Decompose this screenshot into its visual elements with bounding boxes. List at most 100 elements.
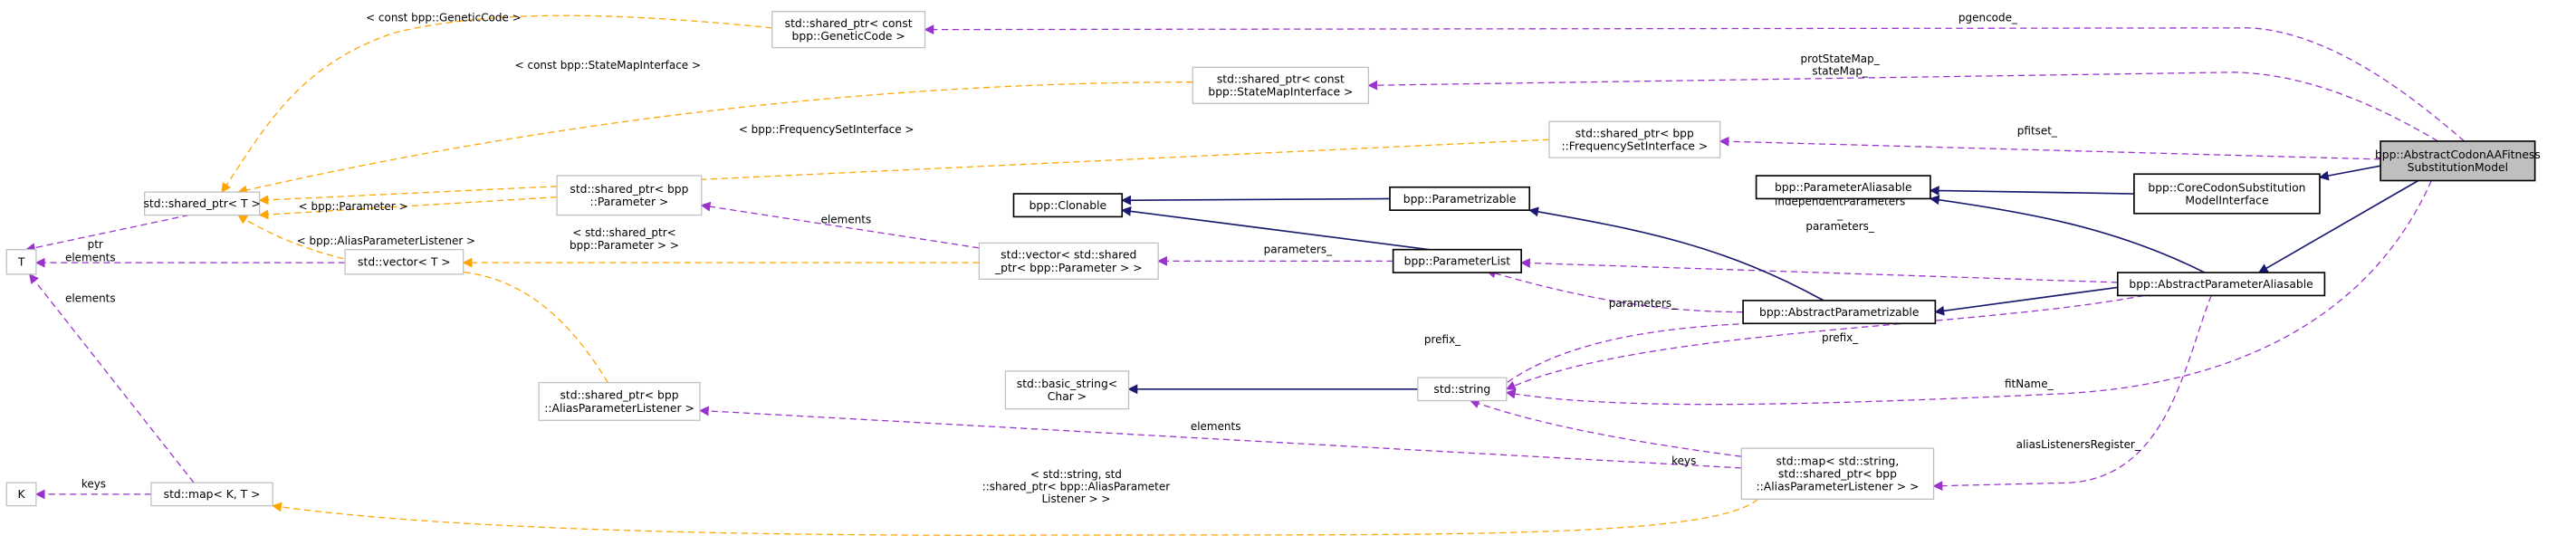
node-label: bpp::AbstractCodonAAFitness xyxy=(2375,148,2541,161)
edge-label: aliasListenersRegister_ xyxy=(2016,438,2141,451)
inheritance-arrow xyxy=(1934,286,2118,316)
node-box xyxy=(1548,120,1721,158)
edge-abstract-parametrizable-to-string: prefix_ xyxy=(1424,322,1750,400)
node-main[interactable]: bpp::AbstractCodonAAFitnessSubstitutionM… xyxy=(2375,140,2541,182)
node-freqset-ptr[interactable]: std::shared_ptr< bpp::FrequencySetInterf… xyxy=(1548,120,1721,158)
node-label: std::shared_ptr< bpp xyxy=(570,183,688,196)
inheritance-arrow xyxy=(2257,179,2419,273)
edge-parametrizable-to-clonable xyxy=(1121,195,1390,206)
node-parameter-list[interactable]: bpp::ParameterList xyxy=(1392,248,1522,273)
edge-geneticcode-ptr-to-shared-ptr-t: < const bpp::GeneticCode > xyxy=(221,12,772,194)
edge-label: fitName_ xyxy=(2005,378,2054,390)
node-abstract-parametrizable[interactable]: bpp::AbstractParametrizable xyxy=(1742,300,1937,325)
usage-arrow xyxy=(924,24,2466,142)
node-string[interactable]: std::string xyxy=(1417,377,1508,402)
node-box xyxy=(144,191,261,216)
node-label: std::shared_ptr< bpp xyxy=(1575,127,1694,139)
edge-label: elements xyxy=(65,251,116,263)
inheritance-arrow xyxy=(1929,186,2134,196)
inheritance-arrow xyxy=(2318,165,2381,181)
node-label: std::shared_ptr< bpp xyxy=(560,389,679,402)
edge-label: keys xyxy=(1671,455,1696,467)
usage-arrow xyxy=(698,406,1742,469)
template-arrow xyxy=(258,139,1550,206)
inheritance-arrow xyxy=(1929,195,2206,273)
edge-parameter-list-to-clonable xyxy=(1121,206,1430,251)
node-box xyxy=(150,482,273,507)
edge-label: parameters_ xyxy=(1264,243,1333,255)
node-label: bpp::AbstractParametrizable xyxy=(1759,306,1919,319)
node-label: bpp::ParameterList xyxy=(1404,255,1511,268)
node-box xyxy=(2133,173,2321,215)
node-box xyxy=(538,381,701,421)
node-box xyxy=(1755,175,1931,200)
node-label: _ptr< bpp::Parameter > > xyxy=(994,262,1143,274)
edge-label: < const bpp::StateMapInterface > xyxy=(515,59,701,72)
edge-core-codon-to-parameter-aliasable xyxy=(1929,186,2134,196)
node-basic-string[interactable]: std::basic_string<Char > xyxy=(1004,370,1130,410)
edge-label: _ xyxy=(1836,207,1843,220)
edge-label: < bpp::FrequencySetInterface > xyxy=(739,123,915,136)
node-k[interactable]: K xyxy=(5,482,37,507)
edge-main-to-core-codon xyxy=(2318,165,2381,181)
usage-arrow xyxy=(1520,258,2118,283)
node-alias-listener-ptr[interactable]: std::shared_ptr< bpp::AliasParameterList… xyxy=(538,381,701,421)
edge-statemap-ptr-to-shared-ptr-t: < const bpp::StateMapInterface > xyxy=(237,59,1193,196)
node-label: ::AliasParameterListener > xyxy=(544,402,694,415)
edge-main-to-geneticcode-ptr: pgencode_ xyxy=(924,12,2466,142)
node-t[interactable]: T xyxy=(5,249,37,275)
edge-parameter-ptr-to-shared-ptr-t: < bpp::Parameter > xyxy=(258,196,558,220)
nodes-layer: bpp::AbstractCodonAAFitnessSubstitutionM… xyxy=(5,11,2541,507)
inheritance-arrow xyxy=(1528,206,1824,301)
edge-label: ptr xyxy=(88,238,103,251)
node-box xyxy=(1004,370,1130,410)
node-box xyxy=(556,175,703,216)
template-arrow xyxy=(258,196,558,220)
node-label: std::shared_ptr< bpp xyxy=(1778,468,1897,481)
node-box xyxy=(2116,272,2326,297)
node-label: bpp::Parametrizable xyxy=(1403,193,1517,206)
edge-main-to-freqset-ptr: pfitset_ xyxy=(1719,125,2381,160)
node-parametrizable[interactable]: bpp::Parametrizable xyxy=(1389,186,1531,211)
node-label: T xyxy=(17,256,25,269)
inheritance-arrow xyxy=(1121,195,1390,206)
edge-parameter-list-to-vector-parameter-ptr: parameters_ xyxy=(1157,243,1393,266)
usage-arrow xyxy=(28,273,195,483)
node-box xyxy=(1392,248,1522,273)
node-parameter-ptr[interactable]: std::shared_ptr< bpp::Parameter > xyxy=(556,175,703,216)
edge-label: elements xyxy=(1191,420,1241,433)
node-clonable[interactable]: bpp::Clonable xyxy=(1012,193,1124,218)
edge-map-alias-to-alias-listener-ptr: elements xyxy=(698,406,1742,469)
edge-label: elements xyxy=(821,214,872,226)
node-map-kt[interactable]: std::map< K, T > xyxy=(150,482,273,507)
node-label: std::map< std::string, xyxy=(1776,455,1900,467)
edge-label: < std::string, std xyxy=(1030,468,1122,481)
node-box xyxy=(978,242,1159,280)
node-label: ModelInterface xyxy=(2185,194,2268,206)
edge-label: < bpp::AliasParameterListener > xyxy=(297,234,475,247)
node-label: bpp::StateMapInterface > xyxy=(1208,86,1353,99)
node-abstract-parameter-aliasable[interactable]: bpp::AbstractParameterAliasable xyxy=(2116,272,2326,297)
inheritance-arrow xyxy=(1121,206,1430,251)
node-map-alias[interactable]: std::map< std::string,std::shared_ptr< b… xyxy=(1740,447,1935,500)
edge-abstract-parametrizable-to-parametrizable xyxy=(1528,206,1824,301)
node-box xyxy=(1742,300,1937,325)
node-label: bpp::CoreCodonSubstitution xyxy=(2148,181,2305,194)
usage-arrow xyxy=(1367,72,2438,142)
template-arrow xyxy=(221,14,772,194)
node-shared-ptr-t[interactable]: std::shared_ptr< T > xyxy=(144,191,261,216)
node-vector-parameter-ptr[interactable]: std::vector< std::shared_ptr< bpp::Param… xyxy=(978,242,1159,280)
edge-abstract-parameter-aliasable-to-parameter-aliasable xyxy=(1929,195,2206,273)
template-arrow xyxy=(237,81,1193,196)
edge-shared-ptr-t-to-t: ptr xyxy=(24,214,189,253)
usage-arrow xyxy=(1485,268,1744,313)
node-label: std::basic_string< xyxy=(1017,378,1117,390)
node-statemap-ptr[interactable]: std::shared_ptr< constbpp::StateMapInter… xyxy=(1192,66,1370,104)
node-vector-t[interactable]: std::vector< T > xyxy=(344,249,464,275)
edge-freqset-ptr-to-shared-ptr-t: < bpp::FrequencySetInterface > xyxy=(258,123,1550,206)
node-label: std::string xyxy=(1433,383,1490,396)
node-parameter-aliasable[interactable]: bpp::ParameterAliasable xyxy=(1755,175,1931,200)
